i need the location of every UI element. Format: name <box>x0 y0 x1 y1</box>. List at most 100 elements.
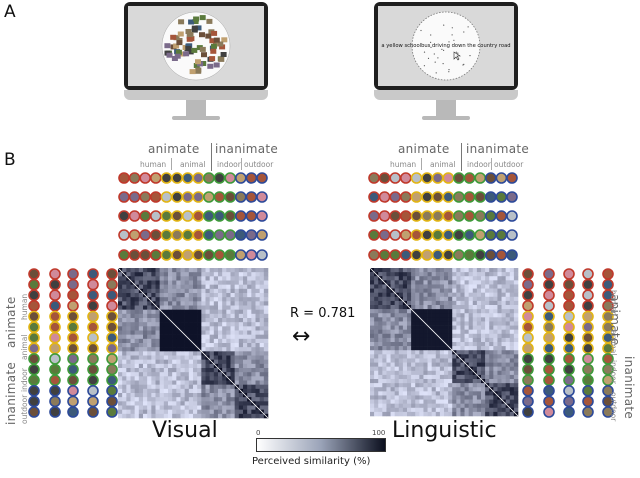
stimulus-thumbnail <box>522 268 534 280</box>
matrix-cell <box>431 350 437 355</box>
matrix-cell <box>147 276 152 281</box>
matrix-cell <box>163 330 169 335</box>
matrix-cell <box>485 411 490 417</box>
matrix-cell <box>230 393 235 398</box>
matrix-cell <box>197 376 202 381</box>
matrix-cell <box>134 347 140 352</box>
matrix-cell <box>155 297 160 302</box>
matrix-cell <box>226 318 231 323</box>
matrix-cell <box>213 351 219 356</box>
matrix-cell <box>485 268 490 273</box>
matrix-cell <box>180 288 185 294</box>
matrix-cell <box>122 343 127 348</box>
matrix-cell <box>230 288 235 294</box>
matrix-cell <box>184 372 190 377</box>
matrix-cell <box>472 391 478 396</box>
stimulus-thumbnail <box>543 321 555 333</box>
matrix-cell <box>134 309 140 315</box>
matrix-cell <box>151 347 156 352</box>
matrix-cell <box>476 399 482 404</box>
matrix-cell <box>419 374 424 380</box>
matrix-cell <box>439 350 445 355</box>
matrix-cell <box>402 407 408 413</box>
matrix-cell <box>468 284 474 289</box>
matrix-cell <box>172 318 177 323</box>
matrix-cell <box>382 313 387 318</box>
stimulus-thumbnail <box>106 384 118 397</box>
matrix-cell <box>251 380 256 385</box>
matrix-cell <box>493 342 498 347</box>
matrix-cell <box>464 300 469 306</box>
matrix-cell <box>402 337 408 343</box>
matrix-cell <box>122 322 127 327</box>
matrix-cell <box>159 372 165 377</box>
matrix-cell <box>444 272 449 277</box>
matrix-cell <box>439 309 445 314</box>
matrix-cell <box>251 334 256 340</box>
matrix-cell <box>423 383 428 388</box>
matrix-cell <box>370 292 375 298</box>
matrix-cell <box>419 411 424 417</box>
matrix-cell <box>427 292 432 298</box>
matrix-cell <box>468 407 474 413</box>
matrix-cell <box>163 347 169 352</box>
matrix-cell <box>394 342 400 347</box>
arena-screen-left <box>128 6 264 86</box>
matrix-cell <box>243 276 248 281</box>
matrix-cell <box>390 342 395 347</box>
matrix-cell <box>255 388 260 394</box>
matrix-cell <box>180 309 185 315</box>
stimulus-thumbnail <box>563 331 575 344</box>
matrix-cell <box>501 370 506 376</box>
matrix-cell <box>407 329 412 335</box>
matrix-cell <box>407 288 412 293</box>
matrix-cell <box>172 347 177 352</box>
matrix-cell <box>130 372 135 377</box>
matrix-cell <box>147 334 152 340</box>
matrix-cell <box>118 318 123 323</box>
stimulus-thumbnail <box>421 191 433 203</box>
matrix-cell <box>226 384 231 390</box>
matrix-cell <box>163 322 169 327</box>
matrix-cell <box>193 284 198 290</box>
stimulus-thumbnail <box>463 229 476 241</box>
linguistic-animal-label: animal <box>430 160 456 169</box>
arena-word-dot <box>423 51 426 53</box>
matrix-cell <box>238 338 244 344</box>
matrix-cell <box>415 350 420 355</box>
matrix-cell <box>456 296 461 302</box>
matrix-cell <box>155 268 160 273</box>
matrix-cell <box>448 387 453 392</box>
matrix-cell <box>218 297 223 302</box>
matrix-cell <box>411 354 416 359</box>
matrix-cell <box>155 338 160 344</box>
matrix-cell <box>505 391 511 396</box>
matrix-cell <box>505 354 511 359</box>
matrix-cell <box>435 305 441 310</box>
matrix-cell <box>213 297 219 302</box>
matrix-cell <box>419 329 424 335</box>
stimulus-thumbnail <box>224 210 236 222</box>
stimulus-thumbnail <box>106 331 118 344</box>
matrix-cell <box>489 284 494 289</box>
matrix-cell <box>394 383 400 388</box>
linguistic-human-side-label: human <box>609 290 618 317</box>
matrix-cell <box>378 383 383 388</box>
matrix-cell <box>130 276 135 281</box>
matrix-cell <box>159 318 165 323</box>
matrix-cell <box>201 405 206 410</box>
matrix-cell <box>386 346 391 351</box>
matrix-cell <box>151 313 156 319</box>
matrix-cell <box>407 333 412 339</box>
matrix-cell <box>201 309 206 315</box>
matrix-cell <box>435 366 441 372</box>
matrix-cell <box>472 342 478 347</box>
matrix-cell <box>143 393 148 398</box>
matrix-cell <box>386 342 391 347</box>
matrix-cell <box>251 297 256 302</box>
stimulus-thumbnail <box>87 384 99 397</box>
matrix-cell <box>201 380 206 385</box>
matrix-cell <box>374 354 379 359</box>
matrix-cell <box>176 297 181 302</box>
matrix-cell <box>444 387 449 392</box>
